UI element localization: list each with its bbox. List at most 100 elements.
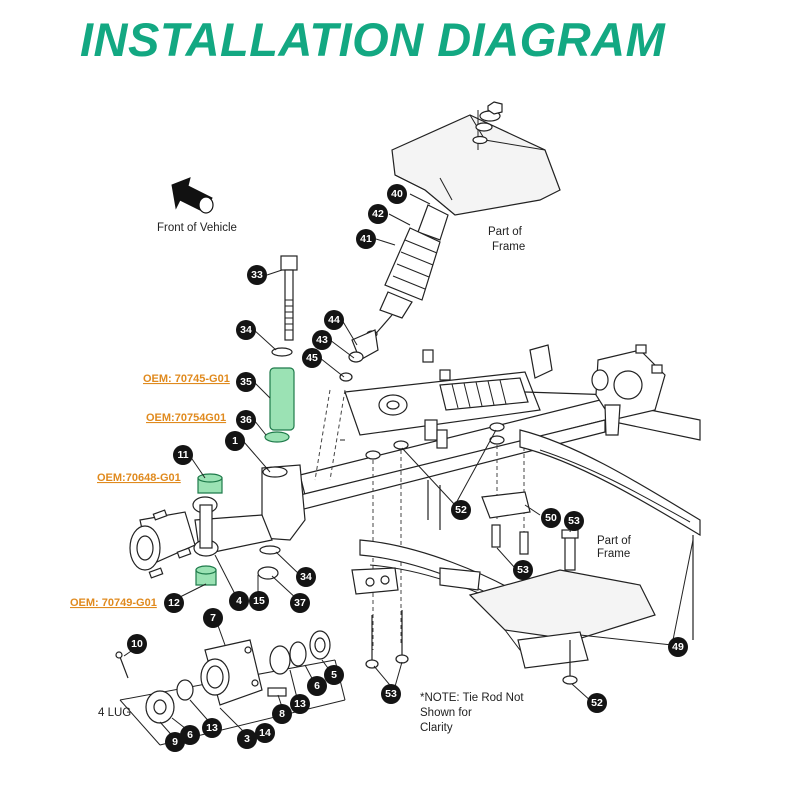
svg-text:45: 45 <box>306 352 318 364</box>
part-of-frame-lower-line2: Frame <box>597 548 630 560</box>
green-bushing-35 <box>269 367 295 431</box>
svg-text:34: 34 <box>240 324 252 336</box>
callout-50: 50 <box>541 508 561 528</box>
svg-text:44: 44 <box>328 314 340 326</box>
callout-36: 36 <box>236 410 256 430</box>
svg-text:8: 8 <box>279 708 285 720</box>
callout-11: 11 <box>173 445 193 465</box>
svg-text:53: 53 <box>517 564 529 576</box>
part-of-frame-upper-line2: Frame <box>492 241 525 253</box>
svg-text:9: 9 <box>172 736 178 748</box>
callout-42: 42 <box>368 204 388 224</box>
front-of-vehicle-arrow-icon <box>171 177 214 214</box>
callout-53-middle: 53 <box>513 560 533 580</box>
callout-13-left: 13 <box>202 718 222 738</box>
callout-13-right: 13 <box>290 694 310 714</box>
svg-text:37: 37 <box>294 597 306 609</box>
green-washer-36 <box>264 431 290 443</box>
callout-9: 9 <box>165 732 185 752</box>
callout-45: 45 <box>302 348 322 368</box>
svg-text:14: 14 <box>259 727 271 739</box>
svg-text:6: 6 <box>187 729 193 741</box>
callout-5: 5 <box>324 665 344 685</box>
callout-15: 15 <box>249 591 269 611</box>
callout-43: 43 <box>312 330 332 350</box>
upper-frame-section <box>391 101 561 216</box>
svg-text:33: 33 <box>251 269 263 281</box>
leader-lines <box>123 193 694 741</box>
bolt-33 <box>271 255 298 357</box>
bracket-50 <box>481 491 531 519</box>
callout-52: 52 <box>451 500 471 520</box>
callout-52-lower: 52 <box>587 693 607 713</box>
svg-text:5: 5 <box>331 669 337 681</box>
callout-1: 1 <box>225 431 245 451</box>
svg-text:53: 53 <box>568 515 580 527</box>
svg-text:35: 35 <box>240 376 252 388</box>
note-line1: *NOTE: Tie Rod Not <box>420 692 524 704</box>
spindle-knuckle <box>192 464 306 580</box>
callout-7: 7 <box>203 608 223 628</box>
callout-53-lower: 53 <box>381 684 401 704</box>
callout-6-right: 6 <box>307 676 327 696</box>
svg-text:53: 53 <box>385 688 397 700</box>
svg-text:1: 1 <box>232 435 238 447</box>
svg-text:52: 52 <box>455 504 467 516</box>
svg-text:13: 13 <box>294 698 306 710</box>
exploded-hub-assembly <box>115 630 346 746</box>
svg-text:52: 52 <box>591 697 603 709</box>
callout-34-lower: 34 <box>296 567 316 587</box>
oem-label-70745: OEM: 70745-G01 <box>143 373 230 385</box>
oem-label-70749: OEM: 70749-G01 <box>70 597 157 609</box>
svg-text:3: 3 <box>244 733 250 745</box>
callout-40: 40 <box>387 184 407 204</box>
svg-text:41: 41 <box>360 233 372 245</box>
callout-badges: 40 42 41 33 34 44 43 45 35 36 1 11 52 50… <box>127 184 688 752</box>
oem-label-70754: OEM:70754G01 <box>146 412 226 424</box>
svg-text:34: 34 <box>300 571 312 583</box>
callout-44: 44 <box>324 310 344 330</box>
svg-text:4: 4 <box>236 595 242 607</box>
front-of-vehicle-label: Front of Vehicle <box>157 222 237 234</box>
svg-text:42: 42 <box>372 208 384 220</box>
svg-text:6: 6 <box>314 680 320 692</box>
svg-text:13: 13 <box>206 722 218 734</box>
lower-frame-section <box>468 529 694 685</box>
callout-10: 10 <box>127 634 147 654</box>
svg-text:12: 12 <box>168 597 180 609</box>
callout-35: 35 <box>236 372 256 392</box>
shock-absorber <box>366 204 449 339</box>
callout-14: 14 <box>255 723 275 743</box>
callout-49: 49 <box>668 637 688 657</box>
svg-text:40: 40 <box>391 188 403 200</box>
oem-label-70648: OEM:70648-G01 <box>97 472 181 484</box>
four-lug-label: 4 LUG <box>98 707 131 719</box>
note-line3: Clarity <box>420 722 453 734</box>
svg-text:11: 11 <box>177 449 188 461</box>
page-title: INSTALLATION DIAGRAM <box>80 13 666 66</box>
callout-37: 37 <box>290 593 310 613</box>
svg-text:10: 10 <box>131 638 143 650</box>
svg-text:36: 36 <box>240 414 252 426</box>
svg-text:43: 43 <box>316 334 328 346</box>
callout-12: 12 <box>164 593 184 613</box>
shock-lower-mount <box>314 329 379 481</box>
callout-8: 8 <box>272 704 292 724</box>
u-bolts-53 <box>365 610 409 669</box>
callout-3: 3 <box>237 729 257 749</box>
leaf-spring <box>351 429 701 616</box>
svg-text:49: 49 <box>672 641 684 653</box>
svg-text:7: 7 <box>210 612 216 624</box>
callout-4: 4 <box>229 591 249 611</box>
front-hub <box>129 509 196 579</box>
callout-34: 34 <box>236 320 256 340</box>
note-line2: Shown for <box>420 707 472 719</box>
callout-6-left: 6 <box>180 725 200 745</box>
svg-text:50: 50 <box>545 512 557 524</box>
part-of-frame-lower-line1: Part of <box>597 535 632 547</box>
part-of-frame-upper-line1: Part of <box>488 226 523 238</box>
callout-41: 41 <box>356 229 376 249</box>
callout-53-upper: 53 <box>564 511 584 531</box>
